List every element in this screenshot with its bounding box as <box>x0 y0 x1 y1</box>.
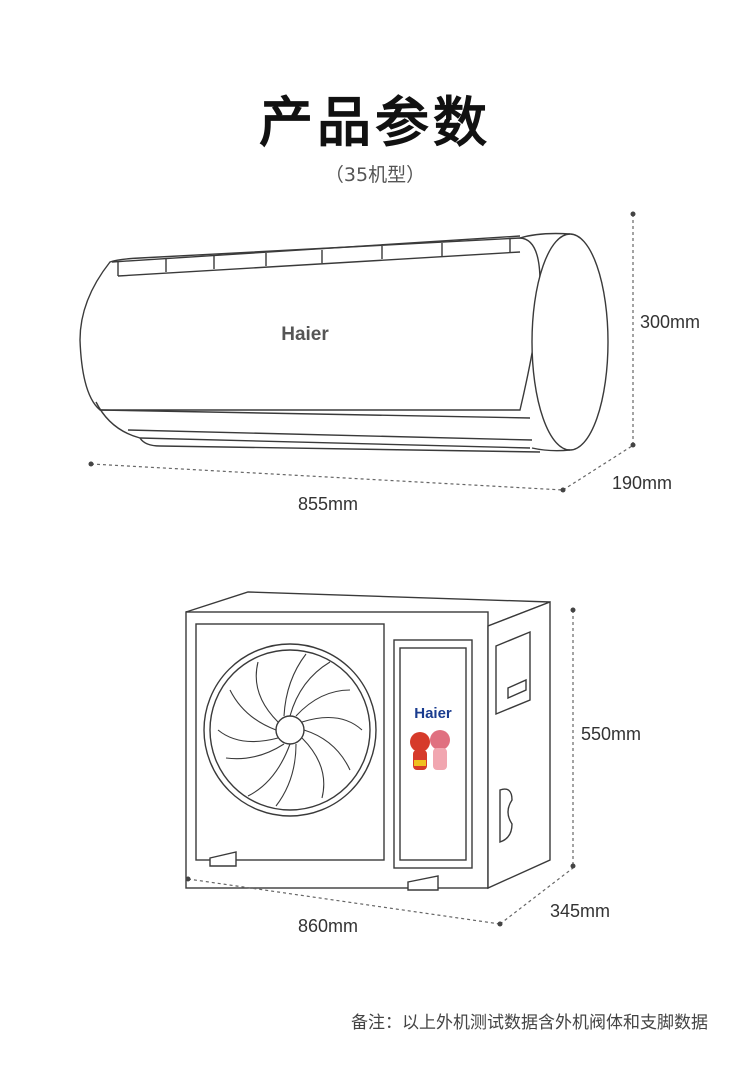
page-title: 产品参数 <box>259 91 491 154</box>
indoor-height-label: 300mm <box>640 312 701 332</box>
model-subtitle: （35机型） <box>324 164 426 186</box>
outdoor-depth-label: 345mm <box>550 901 611 921</box>
outdoor-brand-logo: Haier <box>414 705 452 722</box>
footnote: 备注：以上外机测试数据含外机阀体和支脚数据 <box>351 1013 708 1033</box>
indoor-brand-logo: Haier <box>281 324 329 345</box>
outdoor-height-label: 550mm <box>581 724 642 744</box>
indoor-width-label: 855mm <box>298 494 359 514</box>
outdoor-width-label: 860mm <box>298 916 359 936</box>
indoor-depth-label: 190mm <box>612 473 673 493</box>
mascot-image <box>410 730 450 770</box>
